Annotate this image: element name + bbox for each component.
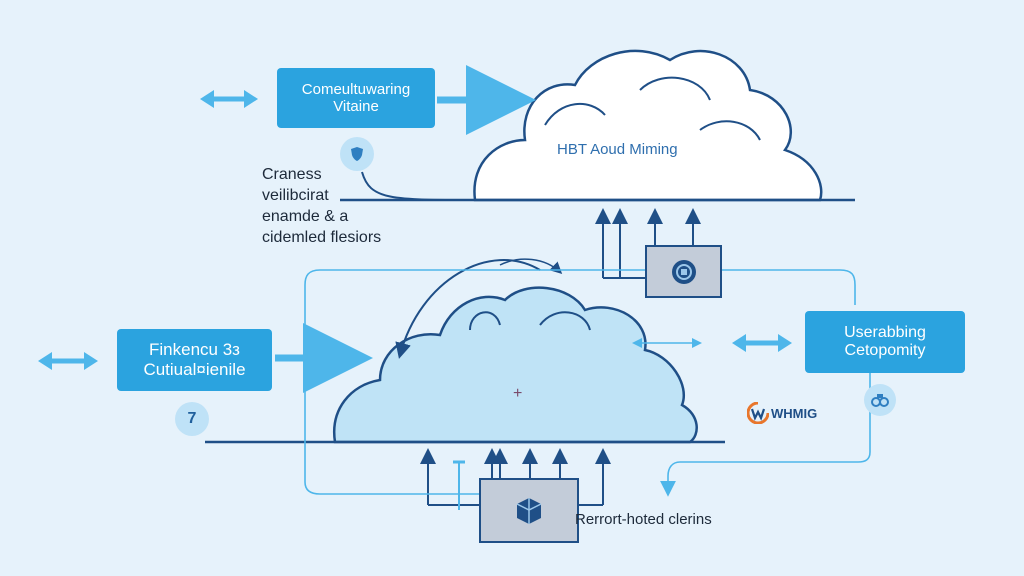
logo-w-icon [747, 402, 769, 424]
box-bottom-left-line2: Cutiual¤ienile [143, 360, 246, 379]
double-arrow-top-left [200, 90, 258, 108]
logo-text: WHMIG [771, 405, 818, 421]
box-bottom-left: Finkencu 3з Cutiual¤ienile [117, 329, 272, 391]
left-note: Craness veilibcirat enamde & a cidemled … [262, 164, 381, 248]
gear-chip-icon [672, 260, 696, 284]
shield-icon [340, 137, 374, 171]
left-note-line: Craness [262, 166, 322, 183]
box-right: Userabbing Cetopomity [805, 311, 965, 373]
wheel-icon [864, 384, 896, 416]
bottom-caption: Rerrort-hoted clerins [575, 511, 712, 528]
box-right-line2: Cetopomity [844, 342, 926, 359]
double-arrow-thin-mid [632, 338, 702, 348]
left-note-line: cidemled flesiors [262, 229, 382, 246]
box-right-line1: Userabbing [844, 323, 926, 341]
box-top-left: Comeultuwaring Vitaine [277, 68, 435, 128]
double-arrow-right [732, 334, 792, 352]
box-bottom-left-line1: Finkencu 3з [149, 340, 240, 360]
cube-icon [516, 498, 542, 524]
bottom-cloud [332, 286, 698, 444]
bottom-device [479, 478, 579, 543]
top-cloud [473, 49, 823, 202]
badge-seven-label: 7 [187, 410, 197, 427]
badge-seven: 7 [175, 402, 209, 436]
left-note-line: enamde & a [262, 208, 349, 225]
double-arrow-bottom-left [38, 352, 98, 370]
top-device [645, 245, 722, 298]
box-top-left-line2: Vitaine [333, 98, 379, 115]
left-note-line: veilibcirat [262, 187, 329, 204]
box-top-left-line1: Comeultuwaring [301, 80, 411, 98]
logo: WHMIG [747, 402, 817, 424]
top-cloud-label: HBT Aoud Miming [557, 141, 678, 158]
bottom-cloud-label: + [513, 385, 523, 402]
